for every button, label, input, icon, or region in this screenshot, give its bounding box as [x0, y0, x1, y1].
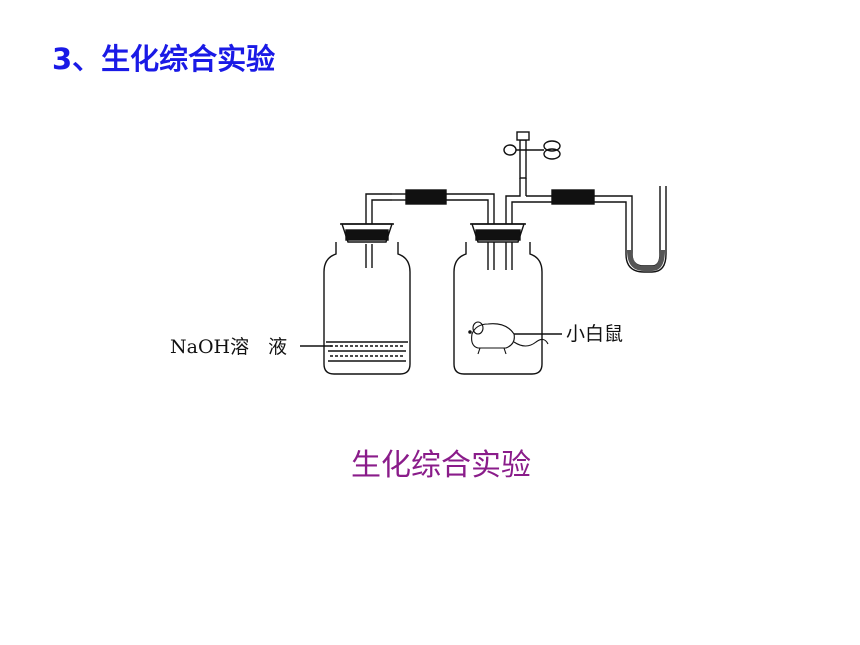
mouse-label: 小白鼠 — [566, 323, 623, 345]
experiment-diagram: NaOH溶 液 小白鼠 — [160, 120, 680, 390]
left-stopper — [340, 223, 394, 243]
naoh-label: NaOH溶 液 — [170, 336, 287, 358]
slide-title: 3、生化综合实验 — [52, 42, 276, 76]
right-stopper — [470, 223, 526, 243]
left-tube — [365, 189, 495, 268]
right-bottle — [453, 242, 543, 375]
left-bottle — [323, 242, 411, 375]
mouse-drawing — [468, 321, 549, 355]
diagram-caption: 生化综合实验 — [351, 448, 531, 483]
right-tube — [503, 131, 667, 273]
